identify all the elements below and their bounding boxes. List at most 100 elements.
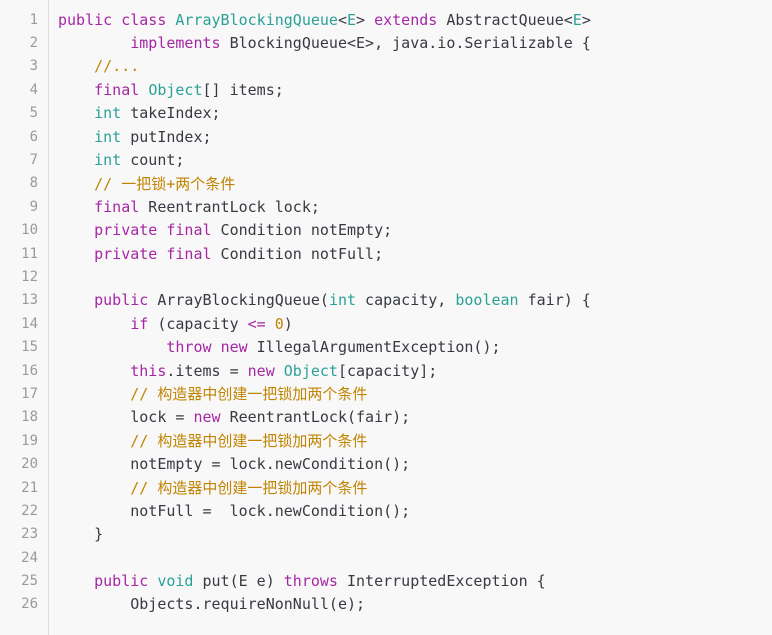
code-token: // 一把锁+两个条件: [94, 174, 236, 193]
line-number: 23: [21, 526, 38, 543]
code-token: [58, 572, 94, 590]
code-token: notFull = lock.newCondition();: [58, 501, 411, 520]
code-line: 21 // 构造器中创建一把锁加两个条件: [0, 476, 772, 499]
line-number: 21: [21, 479, 38, 496]
code-token: E: [347, 10, 357, 29]
code-text: private final Condition notFull;: [38, 245, 383, 263]
code-text: public class ArrayBlockingQueue<E> exten…: [38, 11, 591, 29]
line-number: 14: [21, 315, 38, 332]
line-number: 6: [29, 128, 38, 145]
code-token: Condition notFull;: [211, 244, 384, 263]
code-token: throw: [166, 338, 212, 357]
code-token: int: [328, 291, 357, 310]
line-number: 3: [29, 58, 38, 75]
code-token: [58, 57, 94, 75]
code-token: ArrayBlockingQueue: [175, 10, 338, 29]
code-line: 7 int count;: [0, 148, 772, 171]
code-token: final: [94, 197, 140, 216]
code-token: <=: [247, 314, 266, 333]
code-token: new: [247, 361, 275, 380]
code-token: void: [157, 572, 194, 591]
line-number: 9: [29, 198, 38, 215]
line-number: 20: [21, 456, 38, 473]
code-text: // 构造器中创建一把锁加两个条件: [38, 477, 367, 498]
code-token: int: [94, 127, 122, 146]
code-line: 24: [0, 546, 772, 569]
code-line: 6 int putIndex;: [0, 125, 772, 148]
code-token: [148, 572, 157, 590]
line-number: 22: [21, 502, 38, 519]
code-token: <: [337, 10, 347, 29]
line-number: 18: [21, 409, 38, 426]
line-number: 10: [21, 222, 38, 239]
code-token: [58, 315, 130, 333]
code-text: public void put(E e) throws InterruptedE…: [38, 572, 546, 590]
code-token: [58, 198, 94, 216]
code-token: [capacity];: [337, 361, 438, 380]
code-token: [58, 385, 130, 403]
code-line: 3 //...: [0, 55, 772, 78]
code-token: [58, 432, 130, 450]
code-token: private: [94, 221, 158, 240]
code-token: [58, 549, 67, 567]
code-token: [58, 128, 94, 146]
line-number: 25: [21, 573, 38, 590]
code-token: fair) {: [518, 291, 591, 310]
line-number: 5: [29, 105, 38, 122]
code-token: [266, 315, 275, 333]
code-token: .items =: [166, 361, 248, 380]
code-token: [275, 362, 284, 380]
code-token: [58, 104, 94, 122]
code-line: 4 final Object[] items;: [0, 78, 772, 101]
code-line: 12: [0, 265, 772, 288]
code-line: 22 notFull = lock.newCondition();: [0, 499, 772, 522]
code-token: int: [94, 151, 122, 170]
code-line: 17 // 构造器中创建一把锁加两个条件: [0, 382, 772, 405]
code-text: public ArrayBlockingQueue(int capacity, …: [38, 291, 591, 309]
line-number: 1: [29, 11, 38, 28]
line-number: 12: [21, 268, 38, 285]
line-number: 4: [29, 81, 38, 98]
code-line: 9 final ReentrantLock lock;: [0, 195, 772, 218]
code-token: (capacity: [148, 314, 248, 333]
code-token: notEmpty = lock.newCondition();: [58, 455, 411, 474]
code-token: putIndex;: [121, 127, 212, 146]
code-text: throw new IllegalArgumentException();: [38, 338, 501, 357]
code-token: AbstractQueue<: [437, 10, 573, 29]
code-token: this: [130, 361, 167, 380]
code-text: int putIndex;: [38, 127, 212, 146]
code-text: notEmpty = lock.newCondition();: [38, 455, 410, 473]
code-token: ArrayBlockingQueue(: [148, 291, 329, 310]
code-line: 20 notEmpty = lock.newCondition();: [0, 452, 772, 475]
code-text: notFull = lock.newCondition();: [38, 502, 410, 520]
code-text: int count;: [38, 151, 184, 169]
code-text: }: [38, 525, 103, 543]
code-token: [58, 268, 67, 286]
code-text: // 一把锁+两个条件: [38, 173, 235, 194]
code-token: [112, 11, 121, 29]
line-number: 19: [21, 432, 38, 449]
code-line: 14 if (capacity <= 0): [0, 312, 772, 335]
code-line: 13 public ArrayBlockingQueue(int capacit…: [0, 289, 772, 312]
code-token: IllegalArgumentException();: [247, 338, 501, 357]
code-token: ReentrantLock lock;: [139, 197, 320, 216]
code-text: [38, 549, 67, 567]
code-token: takeIndex;: [121, 104, 221, 123]
code-line: 10 private final Condition notEmpty;: [0, 219, 772, 242]
code-line: 23 }: [0, 523, 772, 546]
code-token: extends: [374, 10, 438, 29]
code-line: 8 // 一把锁+两个条件: [0, 172, 772, 195]
code-token: E: [572, 10, 582, 29]
code-token: ): [283, 314, 293, 333]
code-text: implements BlockingQueue<E>, java.io.Ser…: [38, 34, 591, 52]
code-text: int takeIndex;: [38, 104, 221, 123]
code-token: // 构造器中创建一把锁加两个条件: [130, 385, 368, 404]
code-token: lock =: [58, 408, 194, 427]
code-token: new: [193, 408, 221, 427]
line-number: 17: [21, 385, 38, 402]
line-number: 2: [29, 35, 38, 52]
code-token: [58, 479, 130, 497]
code-token: private: [94, 244, 158, 263]
